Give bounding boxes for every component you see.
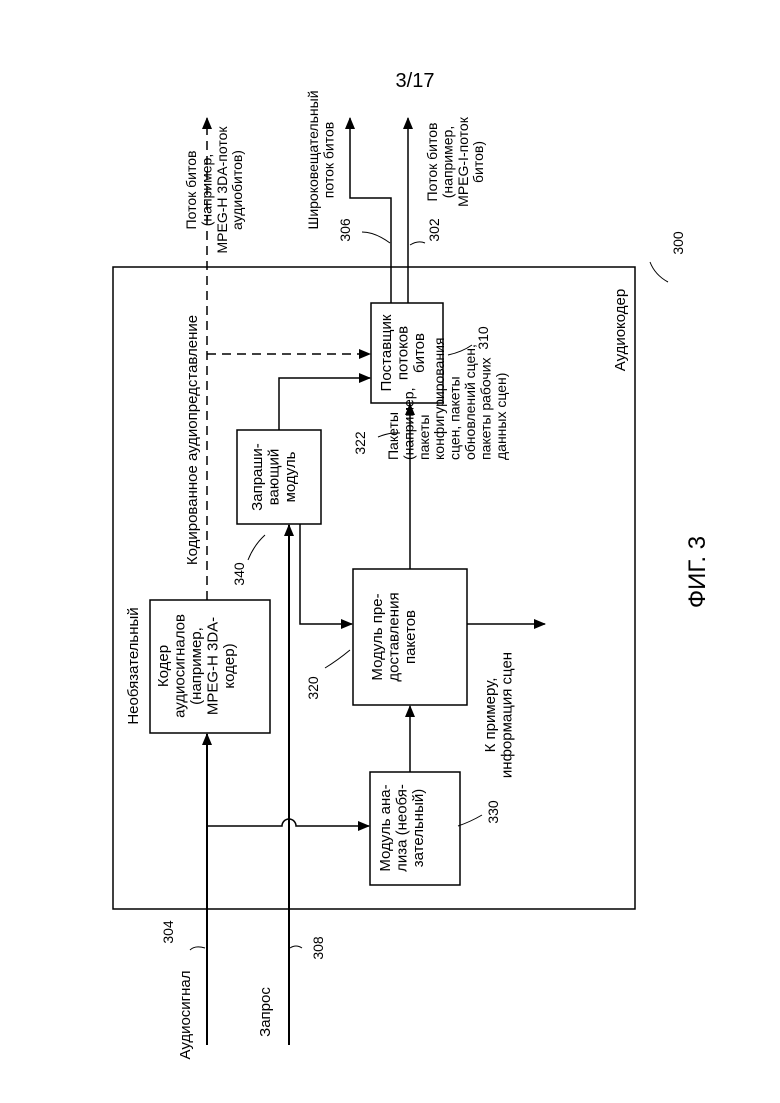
audio-coder-title-line: Необязательный [125, 607, 142, 724]
requester-module-label-line: Запраши- [249, 443, 266, 511]
audio-coder-label: Кодераудиосигналов(например,MPEG-H 3DA-к… [155, 614, 238, 718]
requester-module-label: Запраши-вающиймодуль [249, 443, 299, 511]
analysis-module-label-line: зательный) [410, 789, 427, 867]
request-label: Запрос [257, 987, 274, 1037]
requester-module-label-line: модуль [282, 451, 299, 502]
broadcast-label-line: Широковещательный [305, 90, 321, 229]
ref-306-leader [362, 232, 390, 243]
broadcast-label: Широковещательныйпоток битов [305, 90, 336, 229]
broadcast-line [350, 118, 391, 303]
packets-label-line: пакеты [416, 415, 432, 460]
packet-provider-label-line: пакетов [402, 610, 419, 664]
bitstream-out-label-line: (например, [439, 126, 455, 198]
encoded-representation-label: Кодированное аудиопредставление [184, 315, 201, 565]
bitstream-top-label: Поток битов(например,MPEG-H 3DA-потокауд… [183, 126, 245, 254]
ref-308-line: 308 [310, 936, 326, 960]
bitstream-out-label: Поток битов(например,MPEG-I-потокбитов) [424, 116, 486, 207]
ref-300: 300 [670, 231, 686, 255]
ref-310: 310 [475, 326, 491, 350]
bitstream-provider-label: Поставщикпотоковбитов [378, 314, 428, 391]
ref-330: 330 [485, 800, 501, 824]
ref-302-leader [410, 242, 425, 245]
packets-label-line: конфигурирования [431, 338, 447, 460]
ref-304-line: 304 [160, 920, 176, 944]
audio-signal-label-line: Аудиосигнал [177, 970, 194, 1059]
ref-306-line: 306 [337, 218, 353, 242]
broadcast-label-line: поток битов [320, 122, 336, 198]
packets-label-line: данных сцен) [493, 373, 509, 460]
encoder-name-label: Аудиокодер [612, 289, 629, 372]
bitstream-provider-label-line: потоков [395, 326, 412, 380]
ref-304-leader [190, 947, 205, 950]
ref-308: 308 [310, 936, 326, 960]
ref-340-line: 340 [231, 562, 247, 586]
ref-320: 320 [305, 676, 321, 700]
ref-300-leader [650, 262, 668, 282]
bitstream-provider-label-line: Поставщик [378, 314, 395, 391]
audio-coder-title: Необязательный [125, 607, 142, 724]
ref-340-leader [248, 535, 265, 560]
ref-320-line: 320 [305, 676, 321, 700]
packets-label-line: (например, [400, 388, 416, 460]
ref-310-line: 310 [475, 326, 491, 350]
ref-340: 340 [231, 562, 247, 586]
encoded-representation-label-line: Кодированное аудиопредставление [184, 315, 201, 565]
ref-320-leader [325, 650, 350, 668]
ref-322-line: 322 [352, 431, 368, 455]
analysis-module-label-line: Модуль ана- [377, 784, 394, 871]
bitstream-top-label-line: (например, [198, 154, 214, 226]
packet-provider-label-line: Модуль пре- [369, 593, 386, 680]
packets-label-line: обновлений сцен, [462, 344, 478, 460]
requester-to-packet-line [300, 524, 352, 624]
ref-302-line: 302 [426, 218, 442, 242]
ref-330-leader [458, 815, 482, 826]
bitstream-top-label-line: Поток битов [183, 151, 199, 230]
audio-signal-label: Аудиосигнал [177, 970, 194, 1059]
ref-322: 322 [352, 431, 368, 455]
ref-308-leader [290, 946, 302, 948]
audio-coder-label-line: MPEG-H 3DA- [205, 617, 222, 715]
audio-coder-label-line: кодер) [221, 643, 238, 688]
audio-coder-label-line: Кодер [155, 645, 172, 687]
scene-info-label-line: информация сцен [499, 652, 516, 778]
figure-label-line: ФИГ. 3 [684, 536, 711, 608]
packets-label-line: пакеты рабочих [477, 357, 493, 460]
ref-330-line: 330 [485, 800, 501, 824]
packet-provider-label-line: доставления [386, 592, 403, 681]
scene-info-label: К примеру,информация сцен [482, 652, 516, 778]
packets-label-line: Пакеты [385, 412, 401, 460]
packets-label-line: сцен, пакеты [447, 376, 463, 460]
ref-300-line: 300 [670, 231, 686, 255]
audio-coder-label-line: аудиосигналов [172, 614, 189, 718]
analysis-module-label-line: лиза (необя- [394, 784, 411, 872]
bitstream-top-label-line: аудиобитов) [229, 150, 245, 230]
scene-info-label-line: К примеру, [482, 678, 499, 753]
bitstream-top-label-line: MPEG-H 3DA-поток [214, 126, 230, 254]
requester-module-label-line: вающий [266, 449, 283, 506]
ref-302: 302 [426, 218, 442, 242]
analysis-module-label: Модуль ана-лиза (необя-зательный) [377, 784, 427, 872]
encoder-name-label-line: Аудиокодер [612, 289, 629, 372]
bitstream-out-label-line: Поток битов [424, 123, 440, 202]
bitstream-out-label-line: битов) [470, 141, 486, 183]
packet-provider-label: Модуль пре-доставленияпакетов [369, 592, 419, 681]
requester-to-bitstream-line [279, 378, 370, 430]
bitstream-out-label-line: MPEG-I-поток [455, 116, 471, 207]
audio-coder-label-line: (например, [188, 627, 205, 705]
ref-306: 306 [337, 218, 353, 242]
ref-304: 304 [160, 920, 176, 944]
figure-label: ФИГ. 3 [684, 536, 711, 608]
request-label-line: Запрос [257, 987, 274, 1037]
bitstream-provider-label-line: битов [411, 333, 428, 373]
